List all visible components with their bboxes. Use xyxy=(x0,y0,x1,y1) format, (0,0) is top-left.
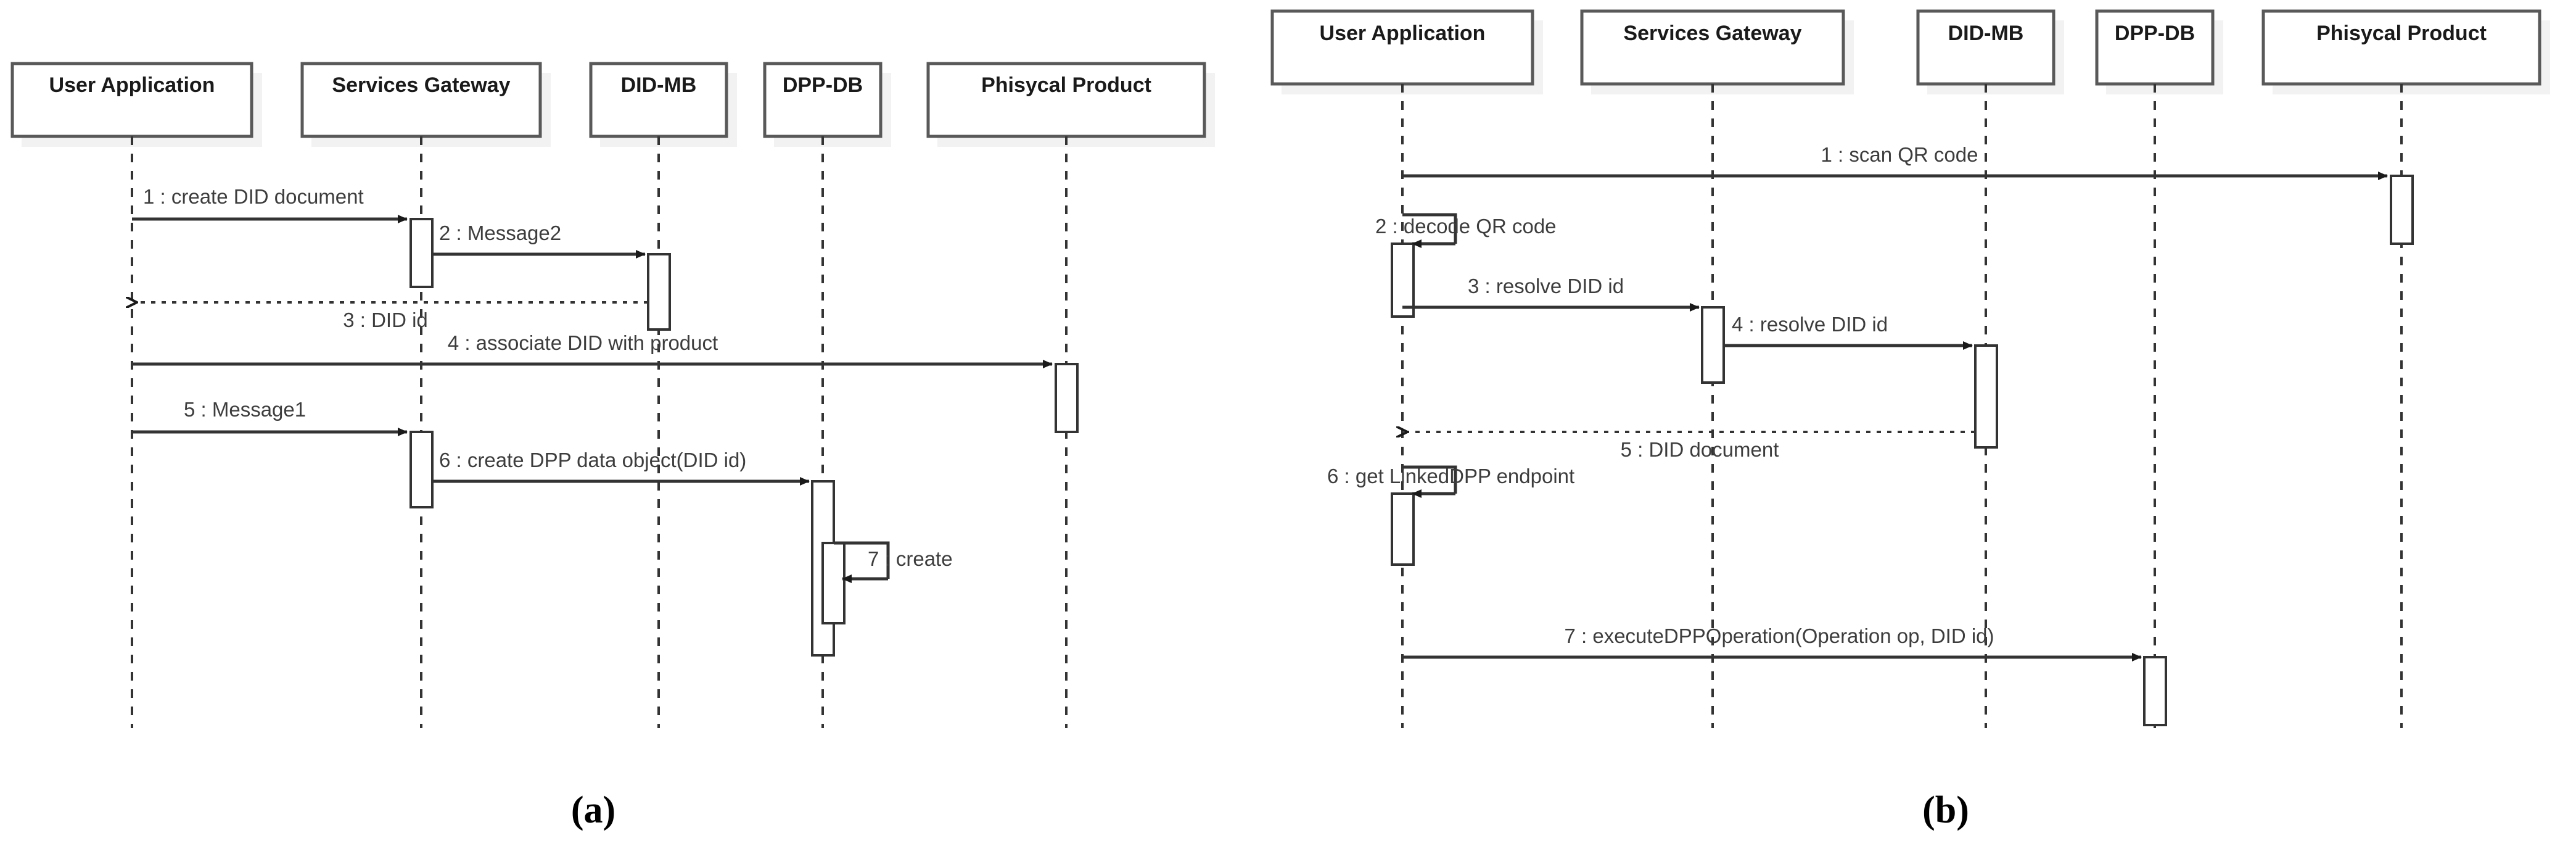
message-label: 2 : decode QR code xyxy=(1375,215,1557,238)
lifeline-header-did-mb-b: DID-MB xyxy=(1916,9,2064,94)
lifeline-label: DPP-DB xyxy=(783,73,863,97)
activation-user-application-1-b xyxy=(1391,243,1415,318)
message-5-a: 5 : Message1 xyxy=(132,398,408,436)
lifeline-header-services-gateway-a: Services Gateway xyxy=(300,62,551,147)
message-label: 1 : scan QR code xyxy=(1821,143,1978,166)
activation-user-application-2-b xyxy=(1391,492,1415,566)
panel-b: User Application Services Gateway DID-MB… xyxy=(1270,9,2550,831)
lifeline-header-phisycal-product-b: Phisycal Product xyxy=(2261,9,2550,94)
panel-caption-a: (a) xyxy=(571,789,615,831)
message-label: 4 : associate DID with product xyxy=(448,331,718,354)
message-label: 6 : create DPP data object(DID id) xyxy=(439,449,746,471)
message-6-b: 6 : get LinkedDPP endpoint xyxy=(1327,465,1574,498)
activation-did-mb-1-b xyxy=(1974,344,1998,449)
message-4-b: 4 : resolve DID id xyxy=(1724,313,1973,350)
lifeline-header-did-mb-a: DID-MB xyxy=(589,62,737,147)
message-2-b: 2 : decode QR code xyxy=(1375,213,1557,248)
activation-dpp-db-self-a xyxy=(821,542,846,624)
message-1-a: 1 : create DID document xyxy=(132,185,408,223)
message-label: 5 : DID document xyxy=(1621,438,1779,461)
lifeline-header-user-application-a: User Application xyxy=(10,62,262,147)
lifeline-header-phisycal-product-a: Phisycal Product xyxy=(926,62,1215,147)
lifeline-header-user-application-b: User Application xyxy=(1270,9,1543,94)
self-message-path xyxy=(1402,465,1457,494)
message-label: 3 : DID id xyxy=(343,309,428,331)
activation-services-gateway-1-b xyxy=(1701,306,1725,384)
message-6-a: 6 : create DPP data object(DID id) xyxy=(432,449,810,486)
lifeline-label: Services Gateway xyxy=(1623,22,1801,45)
message-label: 7 : executeDPPOperation(Operation op, DI… xyxy=(1564,624,1994,647)
lifeline-label: Phisycal Product xyxy=(981,73,1151,97)
message-label: 6 : get LinkedDPP endpoint xyxy=(1327,465,1574,487)
message-5-b: 5 : DID document xyxy=(1407,432,1975,461)
message-label: 1 : create DID document xyxy=(143,185,364,208)
lifeline-label: User Application xyxy=(1320,22,1486,45)
lifeline-label: User Application xyxy=(49,73,215,97)
lifeline-label: DPP-DB xyxy=(2115,22,2195,45)
message-label: 7 : create xyxy=(868,547,953,570)
message-label: 4 : resolve DID id xyxy=(1732,313,1888,336)
message-3-a: 3 : DID id xyxy=(137,302,648,331)
activation-did-mb-1-a xyxy=(647,253,671,331)
message-label: 2 : Message2 xyxy=(439,222,561,244)
activation-phisycal-product-1-b xyxy=(2390,175,2414,245)
lifeline-label: Phisycal Product xyxy=(2316,22,2487,45)
lifeline-header-services-gateway-b: Services Gateway xyxy=(1580,9,1854,94)
message-7-a: 7 : create xyxy=(834,541,953,583)
lifeline-header-dpp-db-a: DPP-DB xyxy=(763,62,891,147)
lifeline-label: Services Gateway xyxy=(332,73,510,97)
activation-services-gateway-1-a xyxy=(409,218,434,288)
self-message-path xyxy=(1402,213,1457,244)
activation-services-gateway-2-a xyxy=(409,431,434,508)
message-2-a: 2 : Message2 xyxy=(432,222,646,259)
panel-a: User Application Services Gateway DID-MB… xyxy=(10,62,1215,831)
message-label: 5 : Message1 xyxy=(184,398,306,421)
lifeline-label: DID-MB xyxy=(1948,22,2024,45)
lifeline-label: DID-MB xyxy=(621,73,697,97)
activation-dpp-db-1-b xyxy=(2143,656,2167,726)
activation-phisycal-product-1-a xyxy=(1055,363,1079,433)
message-4-a: 4 : associate DID with product xyxy=(132,331,1053,368)
message-1-b: 1 : scan QR code xyxy=(1402,143,2388,180)
message-label: 3 : resolve DID id xyxy=(1468,275,1624,297)
message-3-b: 3 : resolve DID id xyxy=(1402,275,1700,312)
self-message-path xyxy=(834,541,890,579)
panel-caption-b: (b) xyxy=(1922,789,1969,831)
lifeline-header-dpp-db-b: DPP-DB xyxy=(2095,9,2223,94)
message-7-b: 7 : executeDPPOperation(Operation op, DI… xyxy=(1402,624,2142,661)
